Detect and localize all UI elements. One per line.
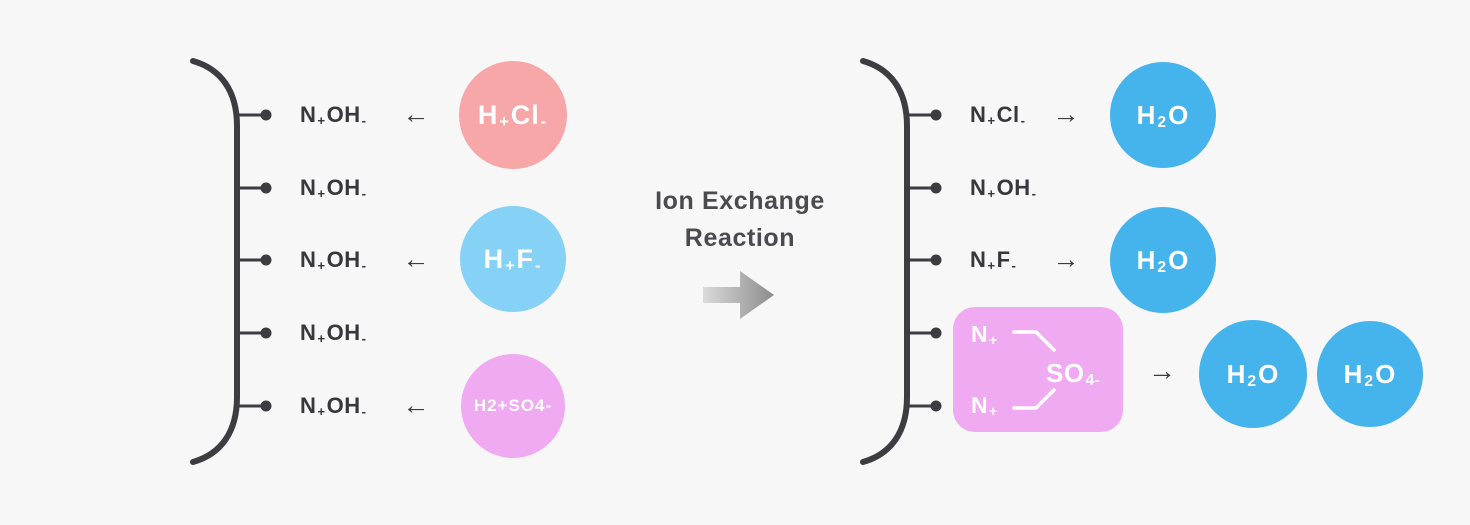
site-formula: N+OH- (300, 393, 367, 419)
product-circle-water-3: H2O (1199, 320, 1307, 428)
sulfate-n-top: N+ (971, 321, 998, 348)
molecule-formula: H2O (1136, 99, 1190, 131)
right-backbone-bracket (860, 58, 910, 465)
left-arrow-icon: ← (402, 99, 430, 129)
left-arrow-icon: ← (402, 244, 430, 274)
product-arrow-icon: → (1148, 355, 1176, 386)
product-circle-water-4: H2O (1317, 321, 1423, 427)
node-dot (930, 254, 942, 266)
reaction-title: Ion Exchange Reaction (590, 183, 890, 257)
site-formula: N+OH- (300, 320, 367, 346)
node-dot (260, 327, 272, 339)
left-backbone-bracket (190, 58, 240, 465)
reaction-title-line1: Ion Exchange (655, 187, 825, 215)
molecule-formula: H2O (1136, 244, 1190, 276)
reactant-circle-hcl: H+Cl- (459, 61, 567, 169)
molecule-formula: H+F- (483, 243, 542, 275)
node-dot (930, 182, 942, 194)
node-dot (930, 109, 942, 121)
sulfate-so4-label: SO4- (1046, 358, 1101, 390)
molecule-formula: H2+SO4- (473, 396, 553, 415)
site-formula: N+OH- (300, 102, 367, 128)
node-dot (930, 327, 942, 339)
left-arrow-icon: ← (402, 390, 430, 420)
reaction-title-line2: Reaction (684, 224, 796, 252)
node-dot (260, 400, 272, 412)
site-formula: N+Cl- (970, 102, 1026, 128)
node-dot (260, 182, 272, 194)
right-arrow-icon: → (1052, 244, 1080, 274)
right-arrow-icon: → (1052, 99, 1080, 129)
molecule-formula: H+Cl- (477, 99, 548, 131)
left-backbone-nodes (237, 109, 272, 412)
node-dot (260, 109, 272, 121)
reactant-circle-hf: H+F- (460, 206, 566, 312)
reaction-arrow-icon (703, 271, 774, 319)
site-formula: N+OH- (970, 175, 1037, 201)
product-circle-water-1: H2O (1110, 62, 1216, 168)
product-circle-water-2: H2O (1110, 207, 1216, 313)
site-formula: N+F- (970, 247, 1017, 273)
node-dot (930, 400, 942, 412)
node-dot (260, 254, 272, 266)
site-formula: N+OH- (300, 175, 367, 201)
reactant-circle-h2so4: H2+SO4- (461, 354, 565, 458)
sulfate-group-box (953, 307, 1123, 432)
right-backbone-nodes (907, 109, 942, 412)
molecule-formula: H2O (1226, 358, 1280, 390)
site-formula: N+OH- (300, 247, 367, 273)
sulfate-n-bottom: N+ (971, 392, 998, 419)
molecule-formula: H2O (1343, 358, 1397, 390)
